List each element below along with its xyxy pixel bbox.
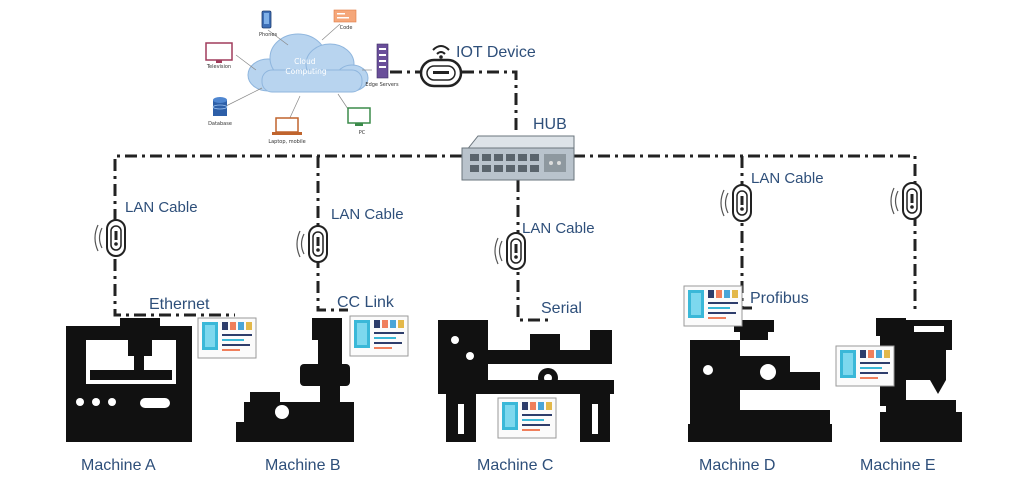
link-hub-machine-a: [113, 154, 462, 317]
cable-label-a: LAN Cable: [125, 199, 198, 216]
link-hub-machine-d: [573, 154, 917, 312]
network-links: [113, 70, 917, 322]
cloud-item-laptop: Laptop, mobile: [268, 139, 305, 145]
machine-b-label: Machine B: [265, 457, 341, 474]
database-icon: [212, 97, 228, 116]
cloud-item-phones: Phones: [259, 32, 277, 38]
television-icon: [205, 42, 233, 63]
cable-label-c: LAN Cable: [522, 220, 595, 237]
cloud-computing-illustration: Cloud Computing Phones Code Television: [205, 9, 399, 145]
machine-a-icon: [66, 318, 192, 442]
sensor-e-icon: [890, 182, 922, 220]
cloud-item-database: Database: [208, 121, 232, 127]
cable-label-d: LAN Cable: [751, 170, 824, 187]
hub-switch-icon: [460, 135, 575, 181]
machine-e-panel-icon: [835, 345, 895, 387]
laptop-icon: [272, 117, 302, 135]
pc-icon: [347, 107, 371, 126]
link-hub-machine-c: [516, 180, 548, 322]
sensor-c-icon: [494, 232, 526, 270]
machine-b-icon: [236, 318, 354, 442]
machine-d-label: Machine D: [699, 457, 776, 474]
protocol-label-serial: Serial: [541, 300, 582, 317]
code-icon: [333, 9, 357, 23]
machine-c-icon: [438, 320, 614, 442]
machine-c-label: Machine C: [477, 457, 554, 474]
cloud-shape: [247, 33, 369, 93]
machine-e-label: Machine E: [860, 457, 936, 474]
iot-device-icon: [419, 45, 463, 88]
sensor-d-icon: [720, 184, 752, 222]
machine-a-panel-icon: [197, 317, 257, 359]
protocol-label-ethernet: Ethernet: [149, 296, 210, 313]
machine-d-panel-icon: [683, 285, 743, 327]
iot-device-label: IOT Device: [456, 44, 536, 61]
edge-server-icon: [376, 43, 389, 79]
machine-d-icon: [688, 320, 832, 442]
cloud-title: Cloud Computing: [285, 57, 326, 76]
protocol-label-profibus: Profibus: [750, 290, 809, 307]
cable-label-b: LAN Cable: [331, 206, 404, 223]
cloud-item-edge-servers: Edge Servers: [365, 82, 399, 88]
link-iot-hub: [462, 70, 518, 133]
hub-label: HUB: [533, 116, 567, 133]
machine-e-icon: [876, 318, 962, 442]
cloud-item-pc: PC: [359, 130, 366, 136]
phone-icon: [261, 10, 272, 29]
cloud-item-television: Television: [206, 64, 231, 70]
machine-a-label: Machine A: [81, 457, 156, 474]
link-hub-machine-b: [316, 156, 348, 312]
sensor-a-icon: [94, 219, 126, 257]
sensor-b-icon: [296, 225, 328, 263]
machine-c-panel-icon: [497, 397, 557, 439]
machine-b-panel-icon: [349, 315, 409, 357]
cloud-item-code: Code: [340, 25, 353, 31]
protocol-label-cclink: CC Link: [337, 294, 394, 311]
